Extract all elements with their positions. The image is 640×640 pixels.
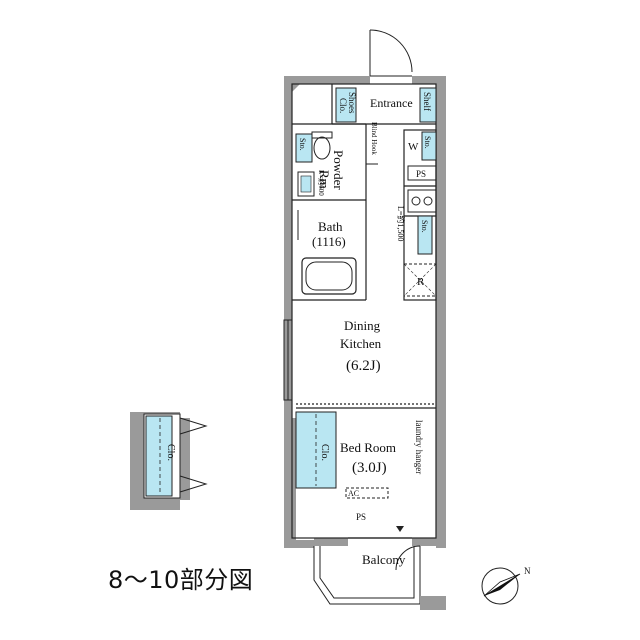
powder-label-2: Rm — [317, 170, 332, 189]
blind-hook-label: Blind Hook — [370, 122, 378, 155]
bed-label-1: Bed Room — [340, 440, 396, 455]
ps-bottom-label: PS — [356, 512, 366, 522]
kitchen-sto-label: Sto. — [420, 220, 429, 233]
dining-label-1: Dining — [344, 318, 381, 333]
balcony-wall — [420, 596, 446, 610]
bedroom: Clo. Bed Room (3.0J) laundry hanger AC P… — [295, 411, 424, 532]
north-arrow-icon: N — [481, 566, 531, 605]
bed-clo-label: Clo. — [319, 444, 330, 461]
dining-kitchen: Dining Kitchen (6.2J) — [340, 318, 382, 374]
shoes-closet: Shoes Clo. — [335, 87, 357, 123]
shelf: Shelf — [419, 87, 437, 123]
kitchen-fixtures: W Sto. PS Sto. L=約1,500 R — [396, 131, 437, 297]
bed-label-2: (3.0J) — [352, 460, 387, 476]
powder-room: Sto. L=約600 Powder Rm — [295, 131, 346, 197]
ac-label: AC — [348, 489, 359, 498]
floor-plan-caption: 8〜10部分図 — [108, 566, 254, 594]
shoes-clo-label-2: Clo. — [338, 98, 348, 113]
dining-label-2: Kitchen — [340, 336, 382, 351]
ps-top-label: PS — [416, 169, 426, 179]
bath-label-1: Bath — [318, 219, 343, 234]
shelf-label: Shelf — [422, 92, 432, 111]
closet-detail: Clo. — [130, 412, 208, 510]
powder-label-1: Powder — [331, 150, 346, 190]
north-label: N — [524, 566, 531, 576]
l-small-label: L=約600 — [317, 170, 326, 196]
entrance-label: Entrance — [370, 96, 413, 110]
balcony-label: Balcony — [362, 552, 406, 567]
shoes-clo-label-1: Shoes — [347, 92, 357, 114]
w-label: W — [408, 141, 419, 153]
powder-sto-label: Sto. — [298, 138, 307, 151]
dining-label-3: (6.2J) — [346, 358, 381, 374]
r-label: R — [417, 276, 425, 288]
dk-window — [283, 319, 293, 401]
l-large-label: L=約1,500 — [396, 206, 406, 241]
bathroom: Bath (1116) — [297, 210, 357, 295]
entrance-door — [369, 29, 413, 77]
bath-label-2: (1116) — [312, 234, 346, 249]
detail-clo-label: Clo. — [165, 444, 176, 461]
balcony — [313, 545, 421, 605]
laundry-hanger-label: laundry hanger — [414, 420, 424, 474]
kitchen-sto-top-label: Sto. — [423, 136, 432, 149]
